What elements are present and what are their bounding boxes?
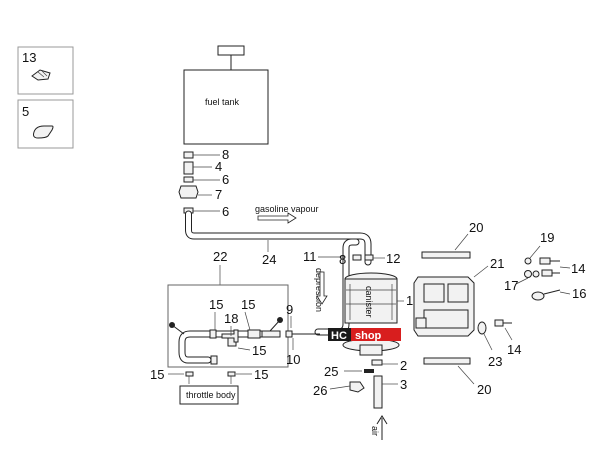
callout-19: 19 (540, 230, 554, 245)
callout-25: 25 (324, 364, 338, 379)
watermark-hc: HC (331, 330, 347, 342)
callout-7: 7 (215, 187, 222, 202)
callout-20-lower: 20 (477, 382, 491, 397)
vacuum-hose-assembly[interactable] (169, 317, 320, 365)
air-inlet-fitting[interactable] (349, 359, 383, 409)
gasoline-vapour-label: gasoline vapour (255, 204, 319, 214)
callout-1: 1 (406, 293, 413, 308)
callout-5: 5 (22, 104, 29, 119)
callout-12: 12 (386, 251, 400, 266)
callout-15: 15 (209, 297, 223, 312)
canister-label: canister (364, 286, 374, 318)
throttle-body[interactable]: throttle body (179, 371, 239, 405)
depression-arrow-icon (316, 271, 328, 305)
callout-14: 14 (571, 261, 585, 276)
strap-bottom[interactable] (423, 357, 471, 365)
pad-icon (33, 125, 54, 139)
callout-24: 24 (262, 252, 276, 267)
bolt-14-lower[interactable] (494, 319, 512, 327)
nuts-17[interactable] (524, 270, 540, 278)
callout-8-canister: 8 (339, 252, 346, 267)
watermark-shop: shop (355, 330, 382, 342)
callout-10: 10 (286, 352, 300, 367)
part-5-box[interactable]: 5 (17, 99, 74, 149)
bolts-14[interactable] (539, 257, 560, 277)
air-arrow-icon (376, 415, 388, 440)
callout-2: 2 (400, 358, 407, 373)
callout-6: 6 (222, 172, 229, 187)
tank-vent-hose[interactable] (178, 151, 372, 266)
canister[interactable]: canister (342, 272, 400, 356)
group-22-box[interactable] (167, 284, 289, 368)
clip-icon (31, 69, 51, 81)
callout-26: 26 (313, 383, 327, 398)
callout-18: 18 (224, 311, 238, 326)
callout-8: 8 (222, 147, 229, 162)
air-label: air (370, 426, 380, 436)
callout-15-c: 15 (252, 343, 266, 358)
callout-16: 16 (572, 286, 586, 301)
bolt-16[interactable] (531, 289, 561, 301)
hcshop-watermark: HC shop (328, 328, 401, 342)
callout-22: 22 (213, 249, 227, 264)
part-13-box[interactable]: 13 (17, 46, 74, 95)
grommet-23[interactable] (477, 321, 487, 335)
callout-4: 4 (215, 159, 222, 174)
callout-15-e: 15 (254, 367, 268, 382)
throttle-body-label: throttle body (186, 390, 236, 400)
vapour-arrow-icon (257, 212, 297, 224)
callout-14-lower: 14 (507, 342, 521, 357)
fuel-tank[interactable]: fuel tank (183, 45, 269, 145)
callout-11: 11 (303, 249, 317, 264)
callout-15-d: 15 (150, 367, 164, 382)
strap-top[interactable] (421, 251, 471, 259)
callout-13: 13 (22, 50, 36, 65)
callout-20: 20 (469, 220, 483, 235)
fuel-tank-label: fuel tank (205, 97, 240, 107)
callout-3: 3 (400, 377, 407, 392)
callout-17: 17 (504, 278, 518, 293)
callout-15-b: 15 (241, 297, 255, 312)
callout-9: 9 (286, 302, 293, 317)
callout-6-lower: 6 (222, 204, 229, 219)
callout-21: 21 (490, 256, 504, 271)
canister-bracket[interactable] (413, 276, 475, 337)
callout-23: 23 (488, 354, 502, 369)
washer-19[interactable] (524, 257, 532, 265)
depression-label: depression (314, 268, 324, 312)
